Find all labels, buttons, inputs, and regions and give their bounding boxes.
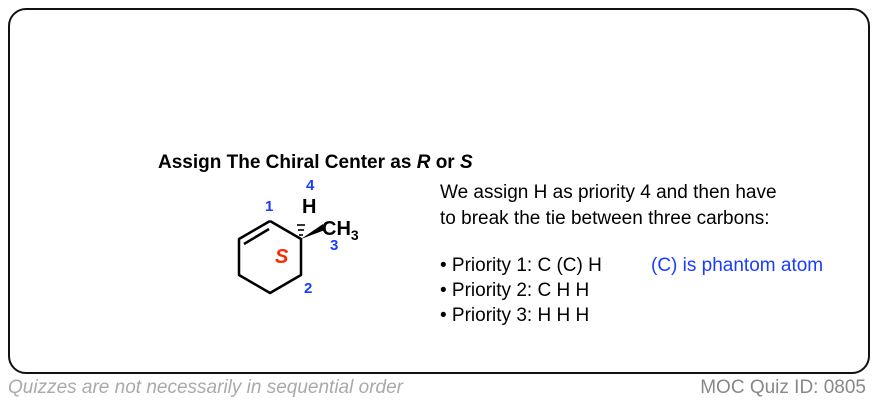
explanation-line: We assign H as priority 4 and then have <box>440 182 777 203</box>
question-title: Assign The Chiral Center as R or S <box>158 152 473 173</box>
priority-3: • Priority 3: H H H <box>440 305 590 326</box>
ring-bonds <box>237 219 303 295</box>
priority-label-2: 2 <box>304 280 312 297</box>
configuration-label: S <box>275 246 289 268</box>
priority-label-4: 4 <box>306 177 315 194</box>
priority-label-1: 1 <box>265 198 273 215</box>
hydrogen-label: H <box>302 196 316 218</box>
double-bond <box>243 227 270 246</box>
priority-2: • Priority 2: C H H <box>440 280 590 301</box>
hash-bond <box>297 224 305 236</box>
methyl-label: CH3 <box>322 218 359 243</box>
priority-label-3: 3 <box>330 237 338 254</box>
wedge-bond <box>301 224 325 239</box>
priority-1: • Priority 1: C (C) H <box>440 255 602 276</box>
quiz-card <box>8 8 870 374</box>
explanation: We assign H as priority 4 and then have … <box>440 180 777 232</box>
explanation-line: to break the tie between three carbons: <box>440 208 770 229</box>
phantom-atom-note: (C) is phantom atom <box>651 255 824 276</box>
quiz-id: MOC Quiz ID: 0805 <box>700 377 866 398</box>
footer-disclaimer: Quizzes are not necessarily in sequentia… <box>8 377 403 398</box>
